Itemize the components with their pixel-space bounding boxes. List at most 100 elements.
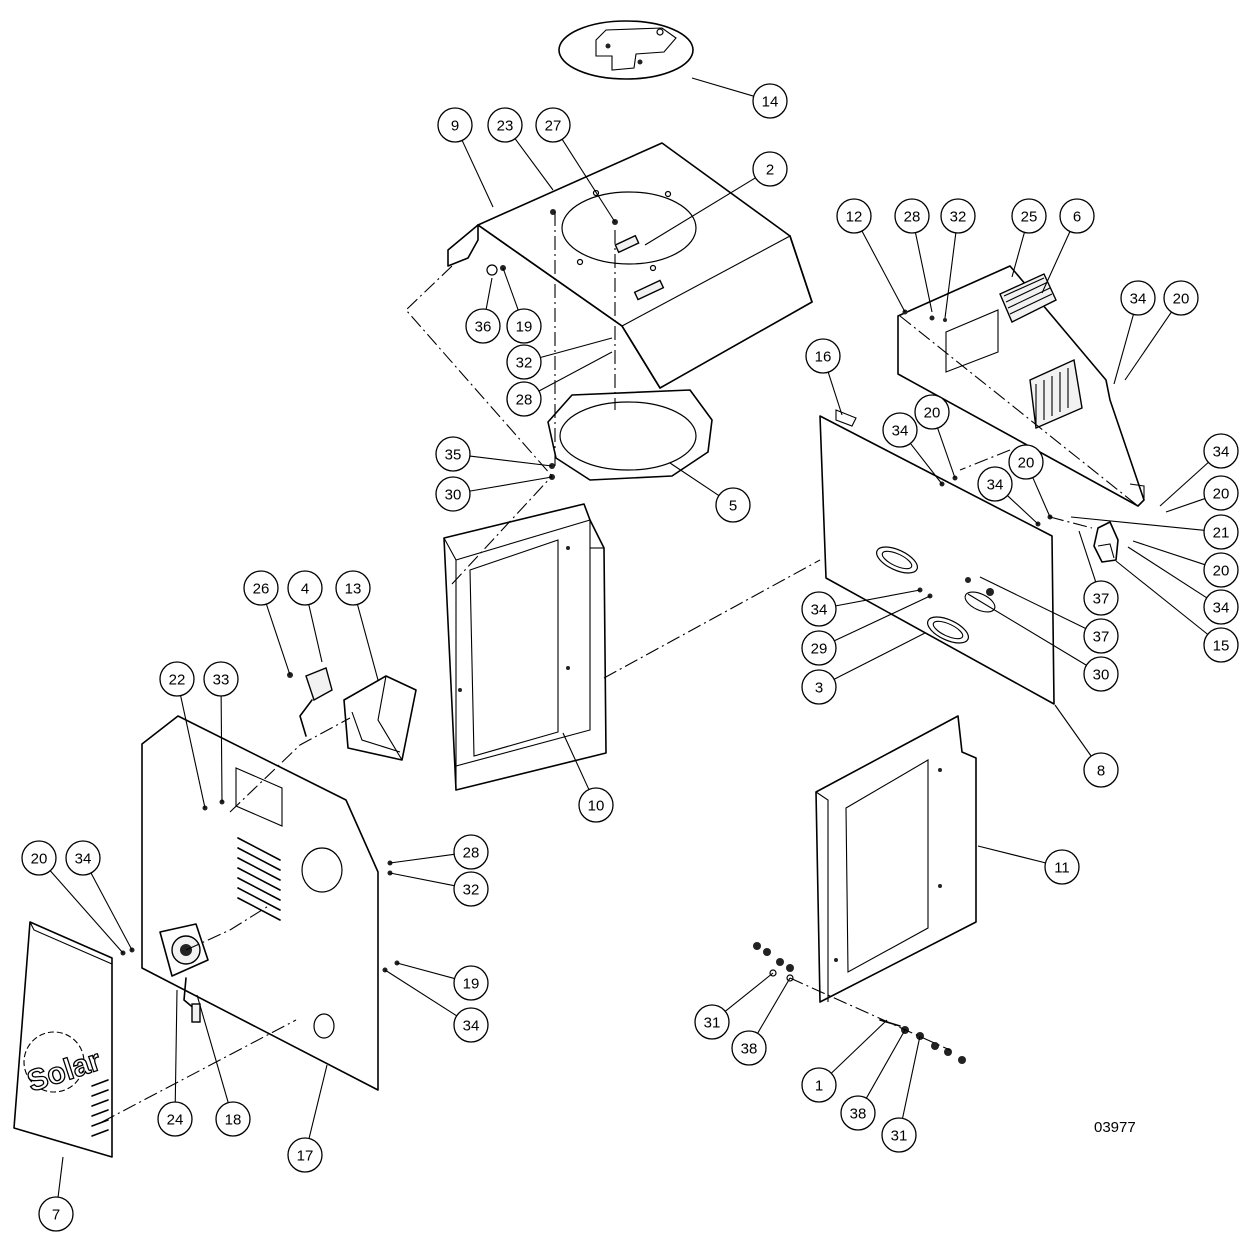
callout-bubble — [805, 338, 841, 374]
callout-2: 2 — [644, 151, 788, 246]
fasteners-right-stack — [879, 1019, 966, 1064]
callout-leader — [220, 695, 223, 803]
callout-label: 6 — [1073, 209, 1081, 226]
callout-bubble — [243, 570, 279, 606]
callout-32: 32 — [506, 337, 613, 380]
callout-label: 15 — [1213, 638, 1230, 655]
callout-label: 26 — [253, 581, 270, 598]
callout-bubble — [694, 1004, 730, 1040]
callout-label: 2 — [766, 162, 774, 179]
callout-bubble — [801, 630, 837, 666]
callout-label: 21 — [1213, 525, 1230, 542]
callout-label: 14 — [762, 94, 779, 111]
callout-leader — [538, 351, 613, 392]
callout-leader — [724, 972, 774, 1012]
callout-33: 33 — [203, 661, 239, 803]
callout-label: 20 — [1173, 291, 1190, 308]
callout-20: 20 — [1124, 280, 1199, 381]
callout-bubble — [65, 840, 101, 876]
callout-label: 34 — [463, 1018, 480, 1035]
callout-bubble — [1203, 514, 1239, 550]
callout-leader — [691, 77, 754, 97]
callout-bubble — [1163, 280, 1199, 316]
callout-leader — [910, 443, 943, 485]
callout-13: 13 — [335, 570, 379, 681]
callout-leader — [669, 462, 720, 497]
callout-label: 35 — [445, 447, 462, 464]
callout-bubble — [1044, 849, 1080, 885]
part-15-latch — [1093, 521, 1119, 563]
callout-26: 26 — [243, 570, 291, 676]
callout-bubble — [881, 1117, 917, 1153]
callout-bubble — [914, 394, 950, 430]
callout-35: 35 — [435, 436, 553, 472]
callout-leader — [1078, 530, 1097, 583]
callout-bubble — [157, 1101, 193, 1137]
callout-37: 37 — [1078, 530, 1119, 616]
callout-leader — [865, 1029, 906, 1099]
callout-label: 5 — [729, 498, 737, 515]
callout-leader — [835, 589, 921, 607]
callout-bubble — [882, 412, 918, 448]
callout-38: 38 — [840, 1029, 906, 1131]
callout-leader — [514, 138, 554, 191]
callout-bubble — [1203, 589, 1239, 625]
callout-bubble — [1083, 752, 1119, 788]
callout-label: 28 — [516, 392, 533, 409]
callout-label: 38 — [850, 1106, 867, 1123]
callout-label: 34 — [1130, 291, 1147, 308]
callout-leader — [1070, 516, 1205, 531]
callout-label: 29 — [811, 641, 828, 658]
callout-label: 37 — [1093, 629, 1110, 646]
callout-label: 20 — [1213, 563, 1230, 580]
callout-bubble — [731, 1030, 767, 1066]
drawing-number: 03977 — [1094, 1119, 1136, 1136]
callout-20: 20 — [1165, 475, 1239, 513]
callout-leader — [180, 695, 206, 809]
callout-label: 25 — [1021, 209, 1038, 226]
callout-label: 33 — [213, 672, 230, 689]
callout-bubble — [487, 107, 523, 143]
callout-bubble — [1203, 552, 1239, 588]
part-14-top-plate — [558, 20, 694, 80]
callout-leader — [1159, 461, 1209, 507]
callout-label: 19 — [516, 319, 533, 336]
callout-label: 20 — [1018, 455, 1035, 472]
callout-label: 20 — [924, 405, 941, 422]
part-13-bracket — [343, 675, 417, 761]
callout-label: 23 — [497, 118, 514, 135]
part-12-rear-upper-panel — [897, 265, 1145, 507]
callout-31: 31 — [694, 972, 774, 1040]
callout-leader — [827, 372, 843, 416]
callout-bubble — [752, 151, 788, 187]
callout-34: 34 — [977, 466, 1039, 525]
callout-bubble — [977, 466, 1013, 502]
assembly-center-lines — [101, 212, 1139, 1123]
callout-bubble — [836, 198, 872, 234]
callout-leader — [485, 277, 493, 310]
callout-18: 18 — [196, 994, 251, 1137]
callout-15: 15 — [1115, 560, 1239, 663]
part-18-cord — [183, 977, 201, 1023]
callout-label: 37 — [1093, 591, 1110, 608]
callout-leader — [1041, 231, 1071, 294]
callout-label: 20 — [1213, 486, 1230, 503]
part-11-side-panel — [815, 715, 977, 1003]
callout-leader — [757, 977, 791, 1034]
part-9-top-cover — [447, 142, 813, 389]
callout-label: 32 — [516, 355, 533, 372]
callout-bubble — [453, 871, 489, 907]
callout-leader — [1115, 560, 1209, 635]
callout-leader — [833, 632, 926, 680]
callout-leader — [49, 870, 124, 954]
callout-label: 19 — [463, 976, 480, 993]
callout-bubble — [287, 1137, 323, 1173]
callout-leader — [308, 604, 323, 663]
callout-leader — [562, 732, 590, 790]
callout-bubble — [801, 669, 837, 705]
callout-28: 28 — [389, 834, 489, 870]
callout-label: 20 — [31, 851, 48, 868]
callout-20: 20 — [1008, 444, 1051, 518]
callout-leader — [57, 1156, 64, 1198]
callout-leader — [901, 1035, 921, 1119]
